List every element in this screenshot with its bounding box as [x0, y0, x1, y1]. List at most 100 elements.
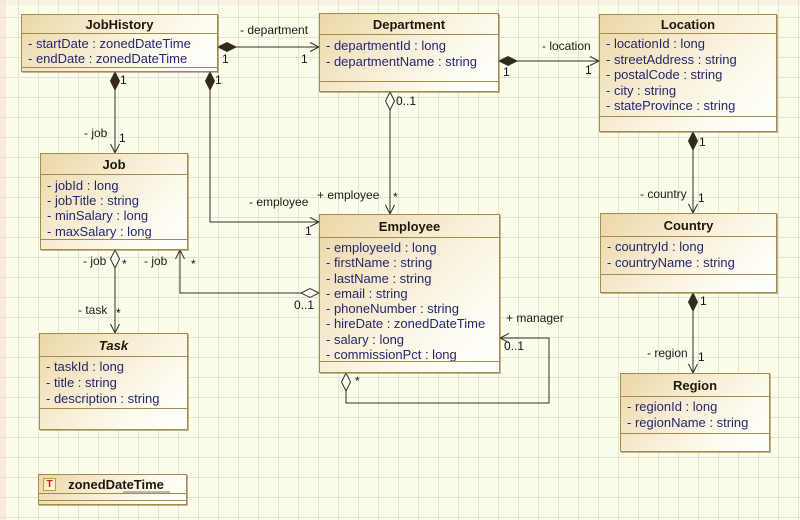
class-attributes: - taskId : long - title : string - descr… — [40, 357, 187, 409]
role-label: - region — [647, 346, 688, 360]
attribute: - phoneNumber : string — [326, 301, 459, 317]
multiplicity: 1 — [585, 63, 592, 77]
attribute: - countryName : string — [607, 255, 735, 270]
class-attributes: - locationId : long - streetAddress : st… — [600, 34, 776, 117]
role-label: + manager — [506, 311, 564, 325]
attribute: - departmentName : string — [326, 54, 478, 69]
multiplicity: 1 — [215, 73, 222, 87]
attribute: - salary : long — [326, 331, 405, 347]
attribute: - postalCode : string — [606, 67, 723, 83]
composition-diamond-icon — [497, 55, 519, 67]
attribute: - description : string — [46, 391, 160, 406]
association-employee-manager[interactable] — [340, 333, 550, 404]
role-label: + employee — [317, 188, 380, 202]
multiplicity: 1 — [305, 224, 312, 238]
association-jobhistory-department[interactable] — [216, 41, 321, 53]
association-employee-job[interactable] — [175, 248, 321, 299]
class-department[interactable]: Department - departmentId : long - depar… — [319, 13, 499, 92]
class-operations-empty — [320, 362, 499, 372]
association-department-employee[interactable] — [384, 90, 396, 216]
multiplicity: * — [122, 257, 127, 271]
attribute: - regionId : long — [627, 399, 718, 414]
attribute: - countryId : long — [607, 239, 704, 254]
association-department-location[interactable] — [497, 55, 601, 67]
arrowhead-icon — [498, 333, 510, 343]
composition-diamond-icon — [109, 70, 121, 92]
datatype-name: zonedDateTime — [68, 476, 164, 492]
attribute: - taskId : long — [46, 359, 125, 374]
scroll-artifact — [123, 491, 170, 493]
attribute: - hireDate : zonedDateTime — [326, 316, 486, 332]
attribute: - jobTitle : string — [47, 193, 139, 209]
class-operations-empty — [22, 68, 217, 71]
association-jobhistory-employee[interactable] — [204, 70, 321, 227]
attribute: - endDate : zonedDateTime — [28, 51, 188, 66]
composition-diamond-icon — [687, 291, 699, 313]
class-title: Department — [320, 14, 498, 35]
composition-diamond-icon — [687, 130, 699, 152]
attribute: - stateProvince : string — [606, 98, 736, 114]
attribute: - streetAddress : string — [606, 51, 737, 67]
class-region[interactable]: Region - regionId : long - regionName : … — [620, 373, 770, 452]
attribute: - title : string — [46, 375, 117, 390]
multiplicity: 1 — [700, 294, 707, 308]
multiplicity: 0..1 — [504, 339, 525, 353]
class-operations-empty — [600, 117, 776, 131]
attribute: - startDate : zonedDateTime — [28, 36, 191, 51]
multiplicity: 0..1 — [396, 94, 417, 108]
attribute: - city : string — [606, 82, 677, 98]
attribute: - regionName : string — [627, 415, 749, 430]
aggregation-diamond-icon — [384, 90, 396, 112]
role-label: - job — [83, 254, 107, 268]
association-country-region[interactable] — [687, 291, 699, 375]
multiplicity: 1 — [119, 131, 126, 145]
class-attributes: - departmentId : long - departmentName :… — [320, 35, 498, 82]
attribute: - minSalary : long — [47, 208, 149, 224]
multiplicity: 1 — [698, 350, 705, 364]
multiplicity: * — [116, 306, 121, 320]
class-operations-empty — [40, 409, 187, 429]
multiplicity: 1 — [503, 65, 510, 79]
multiplicity: 1 — [222, 52, 229, 66]
role-label: - employee — [249, 195, 309, 209]
role-label: - job — [84, 126, 108, 140]
role-label: - country — [640, 187, 687, 201]
datatype-empty-row — [39, 501, 186, 504]
class-country[interactable]: Country - countryId : long - countryName… — [600, 213, 777, 293]
association-job-task[interactable] — [109, 248, 121, 335]
association-location-country[interactable] — [687, 130, 699, 215]
canvas-top-edge — [0, 0, 800, 5]
attribute: - lastName : string — [326, 270, 432, 286]
class-employee[interactable]: Employee - employeeId : long - firstName… — [319, 214, 500, 373]
aggregation-diamond-icon — [340, 371, 352, 393]
class-attributes: - regionId : long - regionName : string — [621, 397, 769, 434]
class-jobhistory[interactable]: JobHistory - startDate : zonedDateTime -… — [21, 14, 218, 72]
datatype-icon: T — [43, 477, 56, 491]
multiplicity: * — [355, 374, 360, 388]
association-jobhistory-job[interactable] — [109, 70, 121, 155]
role-label: - department — [240, 23, 309, 37]
class-attributes: - jobId : long - jobTitle : string - min… — [41, 175, 187, 240]
class-operations-empty — [41, 240, 187, 249]
class-title: JobHistory — [22, 15, 217, 34]
attribute: - locationId : long — [606, 36, 706, 51]
class-title: Country — [601, 214, 776, 237]
multiplicity: 0..1 — [294, 298, 315, 312]
multiplicity: 1 — [698, 191, 705, 205]
class-attributes: - startDate : zonedDateTime - endDate : … — [22, 34, 217, 68]
class-job[interactable]: Job - jobId : long - jobTitle : string -… — [40, 153, 188, 250]
composition-diamond-icon — [216, 41, 238, 53]
attribute: - maxSalary : long — [47, 223, 152, 239]
datatype-zoneddatetime[interactable]: T zonedDateTime — [38, 474, 187, 505]
class-title: Region — [621, 374, 769, 397]
class-attributes: - employeeId : long - firstName : string… — [320, 238, 499, 362]
class-location[interactable]: Location - locationId : long - streetAdd… — [599, 14, 777, 132]
class-task[interactable]: Task - taskId : long - title : string - … — [39, 333, 188, 430]
role-label: - job — [144, 254, 168, 268]
role-label: - location — [542, 39, 591, 53]
multiplicity: 1 — [301, 52, 308, 66]
class-title: Task — [40, 334, 187, 357]
class-title: Employee — [320, 215, 499, 238]
